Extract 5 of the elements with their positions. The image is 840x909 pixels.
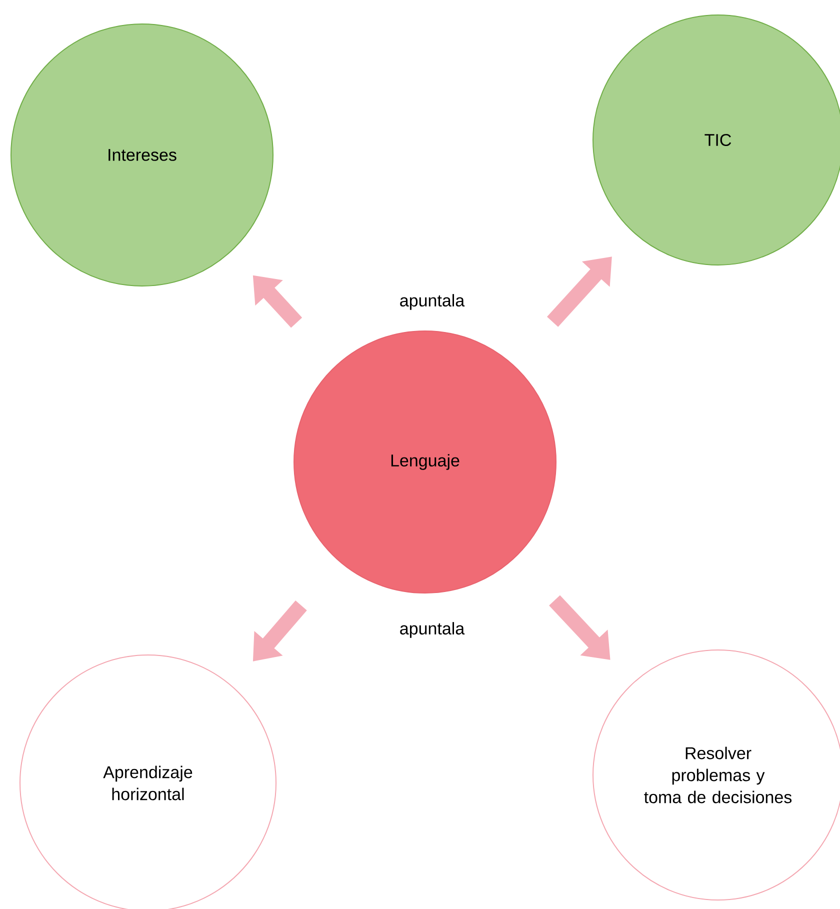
- circle-node: Lenguaje: [294, 330, 556, 594]
- verb-label: apuntala: [400, 294, 465, 310]
- circle-node: Intereses: [10, 23, 274, 286]
- verb-label: apuntala: [400, 622, 465, 638]
- circle-node: TIC: [592, 14, 840, 266]
